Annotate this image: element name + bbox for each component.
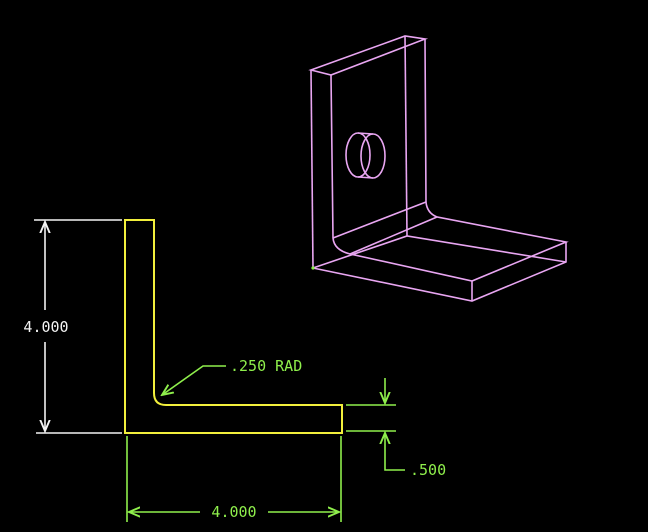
base-back-edge [312,235,567,269]
width-dimension [126,436,342,522]
upright-right-edge [424,38,438,218]
hole-front-ellipse [345,132,371,178]
base-bottom-left-edge [312,242,567,302]
radius-label: .250 RAD [230,357,302,375]
bend-line [332,201,427,239]
origin-marker [311,266,315,270]
base-top-front-edge [349,216,569,282]
upright-top-face [308,35,429,76]
upright-back-edge [404,35,408,237]
upright-inner-edge [330,74,351,255]
upright-left-edge [310,69,314,269]
width-dimension-label: 4.000 [211,503,256,521]
hole-tangent-lines [357,132,374,179]
thickness-dimension [346,378,405,471]
isometric-wireframe-view [308,35,569,302]
radius-leader [162,365,226,395]
hole-back-ellipse [360,133,386,179]
height-dimension-label: 4.000 [23,318,68,336]
height-dimension [34,219,122,434]
l-bracket-profile [124,219,343,434]
thickness-label: .500 [410,461,446,479]
